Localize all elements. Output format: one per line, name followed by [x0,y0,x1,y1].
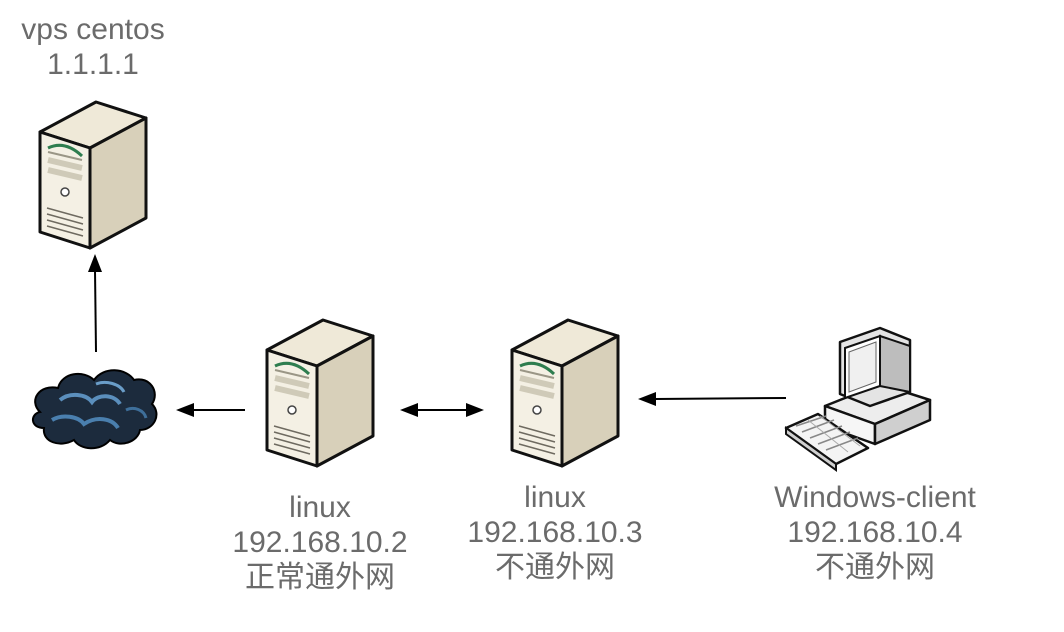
arrow-bidirectional-linux [400,403,484,417]
desktop-computer-icon [784,326,932,472]
windows-client-ip: 192.168.10.4 [787,516,963,549]
arrow-client-to-linux [638,392,787,406]
vps-name: vps centos [21,13,165,46]
vps-server-icon [40,102,146,248]
windows-client-name: Windows-client [774,481,976,514]
windows-client-label: Windows-client 192.168.10.4 不通外网 [774,480,976,585]
linux-gateway-status: 正常通外网 [244,561,395,594]
windows-client-status: 不通外网 [814,551,935,584]
arrow-cloud-to-vps [88,254,102,353]
linux-gateway-ip: 192.168.10.2 [232,526,408,559]
linux-gateway-name: linux [289,491,351,524]
linux-internal-label: linux 192.168.10.3 不通外网 [467,480,642,585]
arrow-gateway-to-cloud [176,403,245,417]
linux-internal-name: linux [524,481,586,514]
internet-cloud-icon [32,369,158,450]
vps-label: vps centos 1.1.1.1 [21,12,164,82]
linux-gateway-label: linux 192.168.10.2 正常通外网 [232,490,407,595]
vps-ip: 1.1.1.1 [47,48,139,81]
linux-internal-status: 不通外网 [494,551,615,584]
linux-internal-ip: 192.168.10.3 [467,516,643,549]
linux-internal-server-icon [512,320,618,466]
linux-gateway-server-icon [267,320,373,466]
